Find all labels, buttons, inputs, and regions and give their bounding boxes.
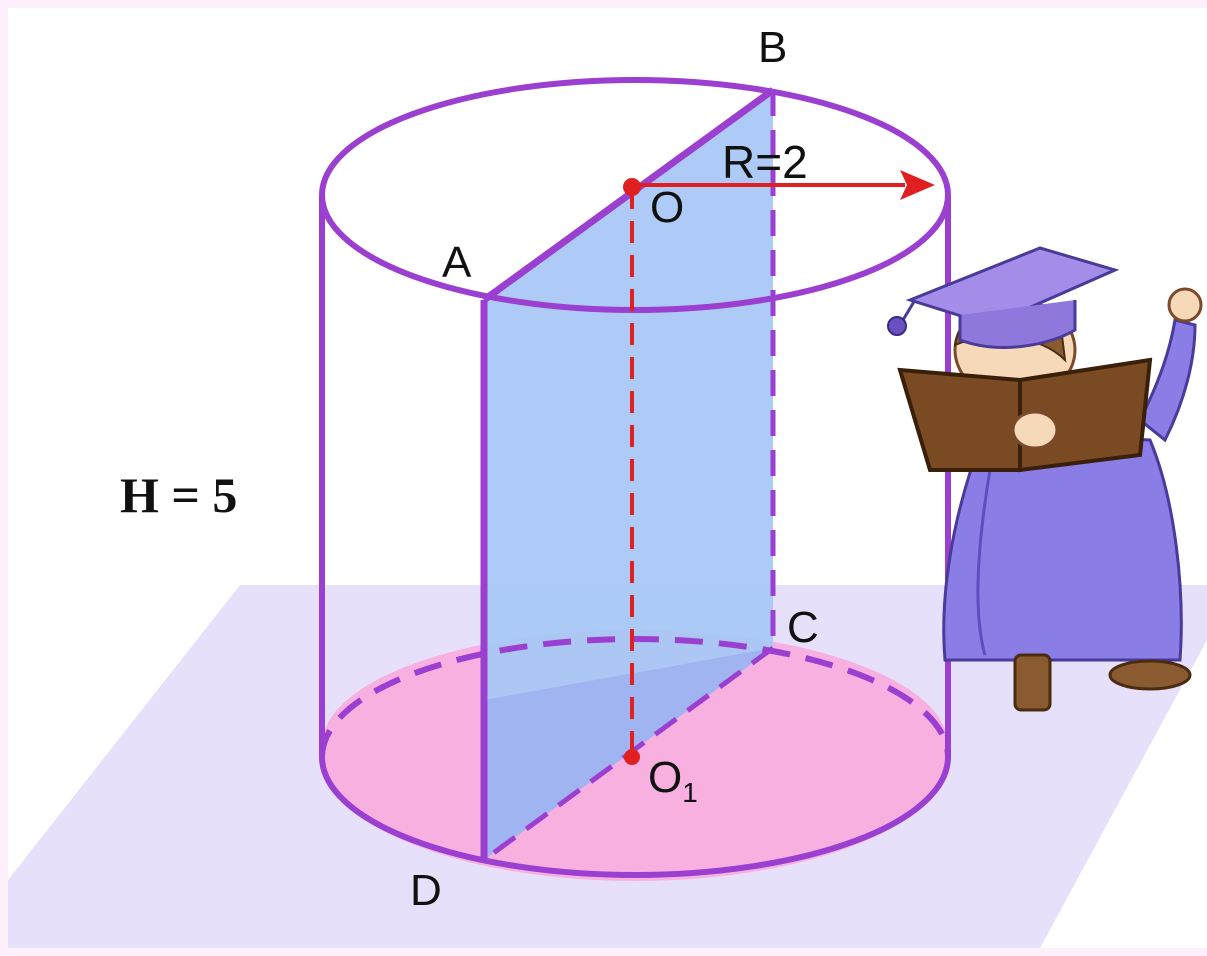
cylinder-diagram: B A C D O O1 R=2 H = 5 xyxy=(8,23,1207,948)
point-O xyxy=(623,178,641,196)
diagram-canvas: B A C D O O1 R=2 H = 5 xyxy=(8,8,1207,948)
bottom-ellipse-front xyxy=(319,756,951,878)
label-O: O xyxy=(650,183,684,232)
bottom-ellipse-back xyxy=(319,636,951,758)
label-height: H = 5 xyxy=(120,467,237,523)
label-C: C xyxy=(787,603,819,652)
professor-reading-book-icon xyxy=(887,246,1203,712)
label-O1: O1 xyxy=(648,753,698,808)
point-O1 xyxy=(624,749,640,765)
radius-arrowhead xyxy=(900,170,935,200)
label-D: D xyxy=(410,866,442,915)
label-radius: R=2 xyxy=(722,136,808,188)
label-B: B xyxy=(758,23,787,72)
label-A: A xyxy=(442,238,472,287)
